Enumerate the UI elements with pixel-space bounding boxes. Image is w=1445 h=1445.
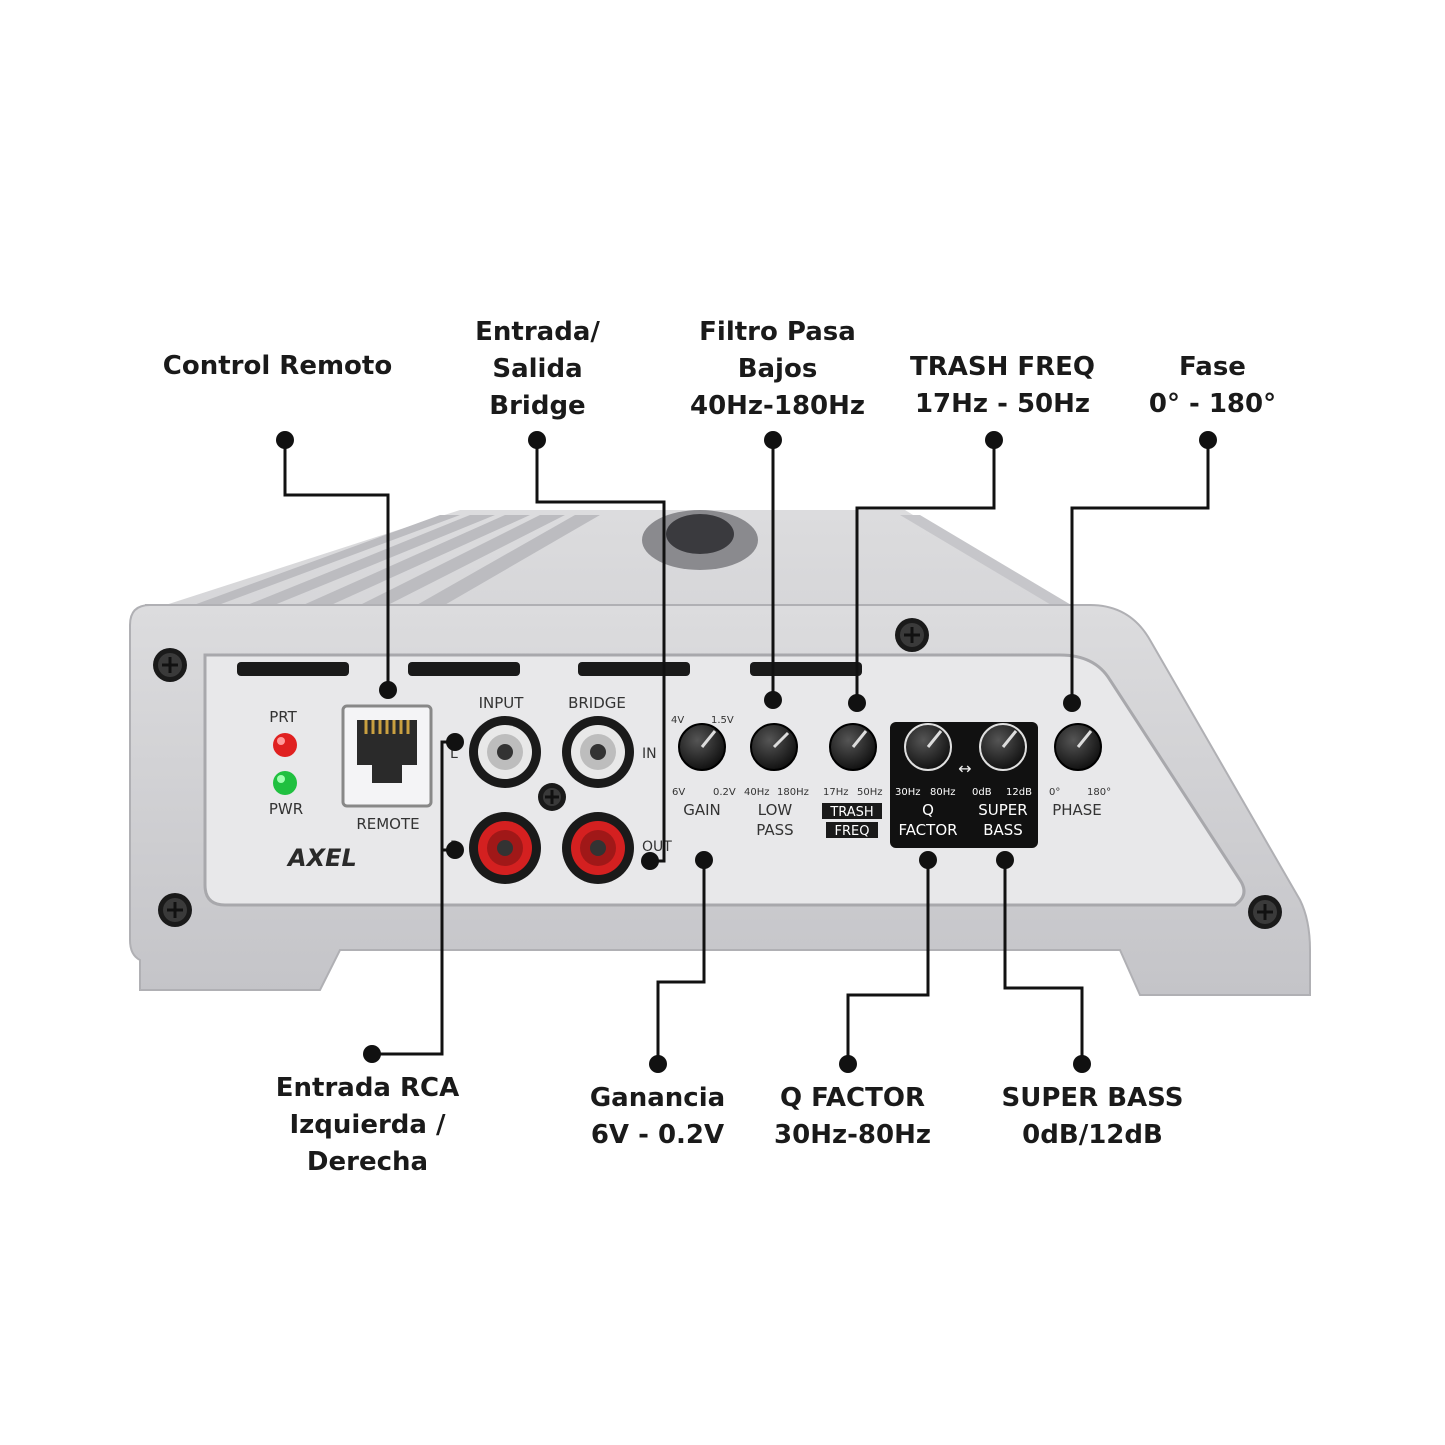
callout-bridge: Entrada/ Salida Bridge [475, 317, 600, 421]
chassis-front [129, 604, 1311, 996]
phase-knob[interactable] [1054, 723, 1102, 771]
super-bass-label-1: SUPER [978, 801, 1027, 819]
rca-bridge-in[interactable] [562, 716, 634, 788]
leader-dots [276, 431, 1217, 1073]
in-label: IN [642, 746, 657, 762]
gain-knob[interactable] [678, 723, 726, 771]
gain-label: GAIN [683, 801, 721, 819]
super-bass-min: 0dB [972, 787, 992, 798]
low-pass-max: 180Hz [777, 787, 809, 798]
screw-icon [153, 618, 1282, 929]
gain-max: 0.2V [713, 787, 736, 798]
trash-max: 50Hz [857, 787, 883, 798]
out-label: OUT [642, 839, 672, 855]
trash-label-1: TRASH [829, 805, 873, 820]
remote-port[interactable] [341, 704, 433, 808]
super-bass-max: 12dB [1006, 787, 1032, 798]
gain-top-right: 1.5V [711, 715, 734, 726]
callout-q-factor: Q FACTOR 30Hz-80Hz [774, 1083, 931, 1150]
callout-super-bass: SUPER BASS 0dB/12dB [1001, 1083, 1184, 1150]
prt-led-icon [273, 733, 297, 757]
input-label: INPUT [479, 694, 525, 712]
phase-label: PHASE [1052, 801, 1102, 819]
l-label: L [450, 746, 458, 762]
remote-label: REMOTE [356, 815, 419, 833]
phase-min: 0° [1049, 787, 1060, 798]
super-bass-knob[interactable] [979, 723, 1027, 771]
callout-trash-freq: TRASH FREQ 17Hz - 50Hz [909, 352, 1096, 419]
q-factor-max: 80Hz [930, 787, 956, 798]
callout-control-remoto: Control Remoto [162, 351, 393, 381]
link-arrow-icon: ↔ [958, 759, 971, 778]
rca-bridge-out[interactable] [562, 812, 634, 884]
q-factor-label-2: FACTOR [898, 821, 957, 839]
low-pass-min: 40Hz [744, 787, 770, 798]
gain-min: 6V [672, 787, 685, 798]
low-pass-label-2: PASS [756, 821, 793, 839]
bridge-label: BRIDGE [568, 694, 626, 712]
pwr-led-icon [273, 771, 297, 795]
gain-top-left: 4V [671, 715, 684, 726]
rca-input-right[interactable] [469, 812, 541, 884]
prt-label: PRT [269, 708, 297, 726]
q-factor-label-1: Q [922, 801, 934, 819]
super-bass-label-2: BASS [983, 821, 1023, 839]
q-factor-min: 30Hz [895, 787, 921, 798]
pwr-label: PWR [269, 800, 303, 818]
callout-fase: Fase 0° - 180° [1148, 352, 1277, 419]
callout-ganancia: Ganancia 6V - 0.2V [589, 1083, 726, 1150]
trash-min: 17Hz [823, 787, 849, 798]
callout-rca: Entrada RCA Izquierda / Derecha [275, 1073, 460, 1177]
q-factor-knob[interactable] [904, 723, 952, 771]
trash-label-2: FREQ [835, 824, 870, 839]
low-pass-label-1: LOW [758, 801, 793, 819]
trash-freq-knob[interactable] [829, 723, 877, 771]
brand-logo: AXEL [286, 844, 357, 872]
callout-low-pass: Filtro Pasa Bajos 40Hz-180Hz [689, 317, 866, 421]
phase-max: 180° [1087, 787, 1111, 798]
low-pass-knob[interactable] [750, 723, 798, 771]
rca-input-left[interactable] [469, 716, 541, 788]
